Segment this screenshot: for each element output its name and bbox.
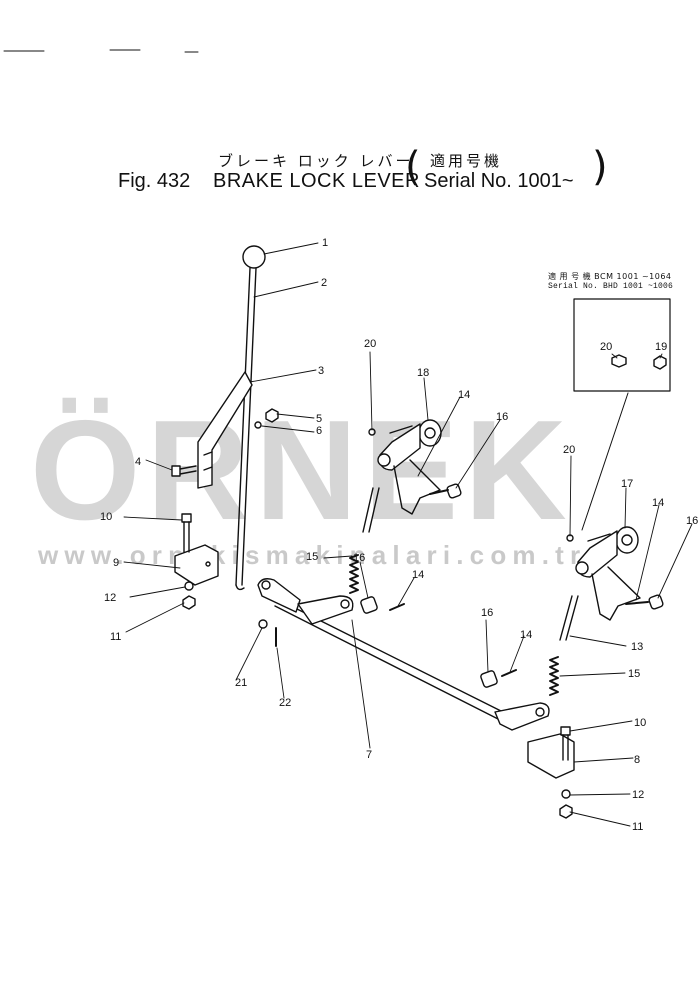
callout-labels: 1 2 3 4 5 6 7 8 9 10 10 11 11 12 12 13 1… <box>100 237 698 833</box>
spring-part-15-left <box>349 554 359 594</box>
bushing-part-16 <box>360 483 664 688</box>
callout-14-b: 14 <box>412 569 424 581</box>
callout-1: 1 <box>322 237 328 249</box>
callout-4: 4 <box>135 456 141 468</box>
callout-16-c: 16 <box>481 607 493 619</box>
inset-caption-serial: Serial No. BHD 1001 ~1006 <box>548 282 674 291</box>
callout-13: 13 <box>631 641 643 653</box>
nut-part-5 <box>265 408 279 423</box>
nut-part-11-right <box>559 804 573 819</box>
rod-part-13-right <box>559 595 579 641</box>
callout-14-a: 14 <box>458 389 470 401</box>
title-japanese: ブレーキ ロック レバー <box>218 152 414 170</box>
leader-lines <box>123 242 693 827</box>
callout-19: 19 <box>655 341 667 353</box>
bracket-part-3 <box>197 371 253 489</box>
callout-5: 5 <box>316 413 322 425</box>
callout-16-d: 16 <box>686 515 698 527</box>
left-paren: ( <box>405 144 421 190</box>
callout-11-left: 11 <box>110 631 121 643</box>
callout-3: 3 <box>318 365 324 377</box>
serial-number: Serial No. 1001~ <box>424 170 574 192</box>
inset-leader <box>581 392 629 531</box>
lever-rod-part-2 <box>235 267 257 591</box>
bolt-part-10-left <box>181 513 192 553</box>
bracket-plate-part-8 <box>527 733 575 779</box>
inset-box <box>573 298 671 392</box>
serial-japanese: 適用号機 <box>430 152 503 170</box>
bracket-plate-part-9 <box>174 544 219 586</box>
washer-part-12-left <box>184 581 194 591</box>
callout-20-inset: 20 <box>600 341 612 353</box>
washer-part-12-right <box>561 789 571 799</box>
right-paren: ) <box>592 144 608 190</box>
callout-10-left: 10 <box>100 511 112 523</box>
lock-arm-assembly-part-18 <box>368 419 442 515</box>
callout-14-d: 14 <box>652 497 664 509</box>
callout-20-upper: 20 <box>364 338 376 350</box>
inset-part-20 <box>611 354 627 368</box>
callout-2: 2 <box>321 277 327 289</box>
washer-part-6 <box>254 421 262 429</box>
knob-part-1 <box>242 245 266 269</box>
callout-12-right: 12 <box>632 789 644 801</box>
callout-8: 8 <box>634 754 640 766</box>
spring-part-15-right <box>549 656 559 696</box>
callout-21: 21 <box>235 677 247 689</box>
callout-16-a: 16 <box>496 411 508 423</box>
callout-18: 18 <box>417 367 429 379</box>
watermark-brand: ÖRNEK <box>30 391 573 550</box>
callout-16-b: 16 <box>353 552 365 564</box>
callout-11-right: 11 <box>632 821 643 833</box>
callout-17: 17 <box>621 478 633 490</box>
rod-part-13-left <box>362 487 380 533</box>
figure-number: Fig. 432 <box>118 170 191 192</box>
callout-6: 6 <box>316 425 322 437</box>
callout-7: 7 <box>366 749 372 761</box>
nut-part-21 <box>258 619 268 629</box>
callout-10-right: 10 <box>634 717 646 729</box>
callout-20-right: 20 <box>563 444 575 456</box>
watermark-url: www.ornekismakinalari.com.tr <box>38 540 587 570</box>
nut-part-11-left <box>182 595 196 610</box>
bolt-part-4 <box>171 465 197 477</box>
inset-caption-japanese: 適 用 号 機 BCM 1001 ~1064 <box>548 272 672 281</box>
lock-arm-assembly-part-17 <box>566 526 641 621</box>
callout-12-left: 12 <box>104 592 116 604</box>
callout-9: 9 <box>113 557 119 569</box>
callout-14-c: 14 <box>520 629 532 641</box>
page-title: BRAKE LOCK LEVER <box>213 170 420 192</box>
callout-22: 22 <box>279 697 291 709</box>
inset-part-19 <box>653 355 667 370</box>
callout-15-left: 15 <box>306 551 318 563</box>
cross-shaft-part-7 <box>257 578 550 731</box>
callout-15-right: 15 <box>628 668 640 680</box>
